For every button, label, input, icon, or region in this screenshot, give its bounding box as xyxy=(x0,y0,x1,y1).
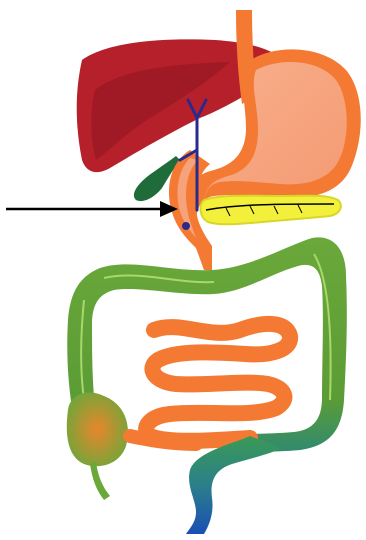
small-intestine xyxy=(130,324,290,444)
cecum xyxy=(67,392,128,500)
rectum xyxy=(186,436,282,534)
pointer-arrow xyxy=(6,201,178,217)
pancreas xyxy=(201,196,341,225)
